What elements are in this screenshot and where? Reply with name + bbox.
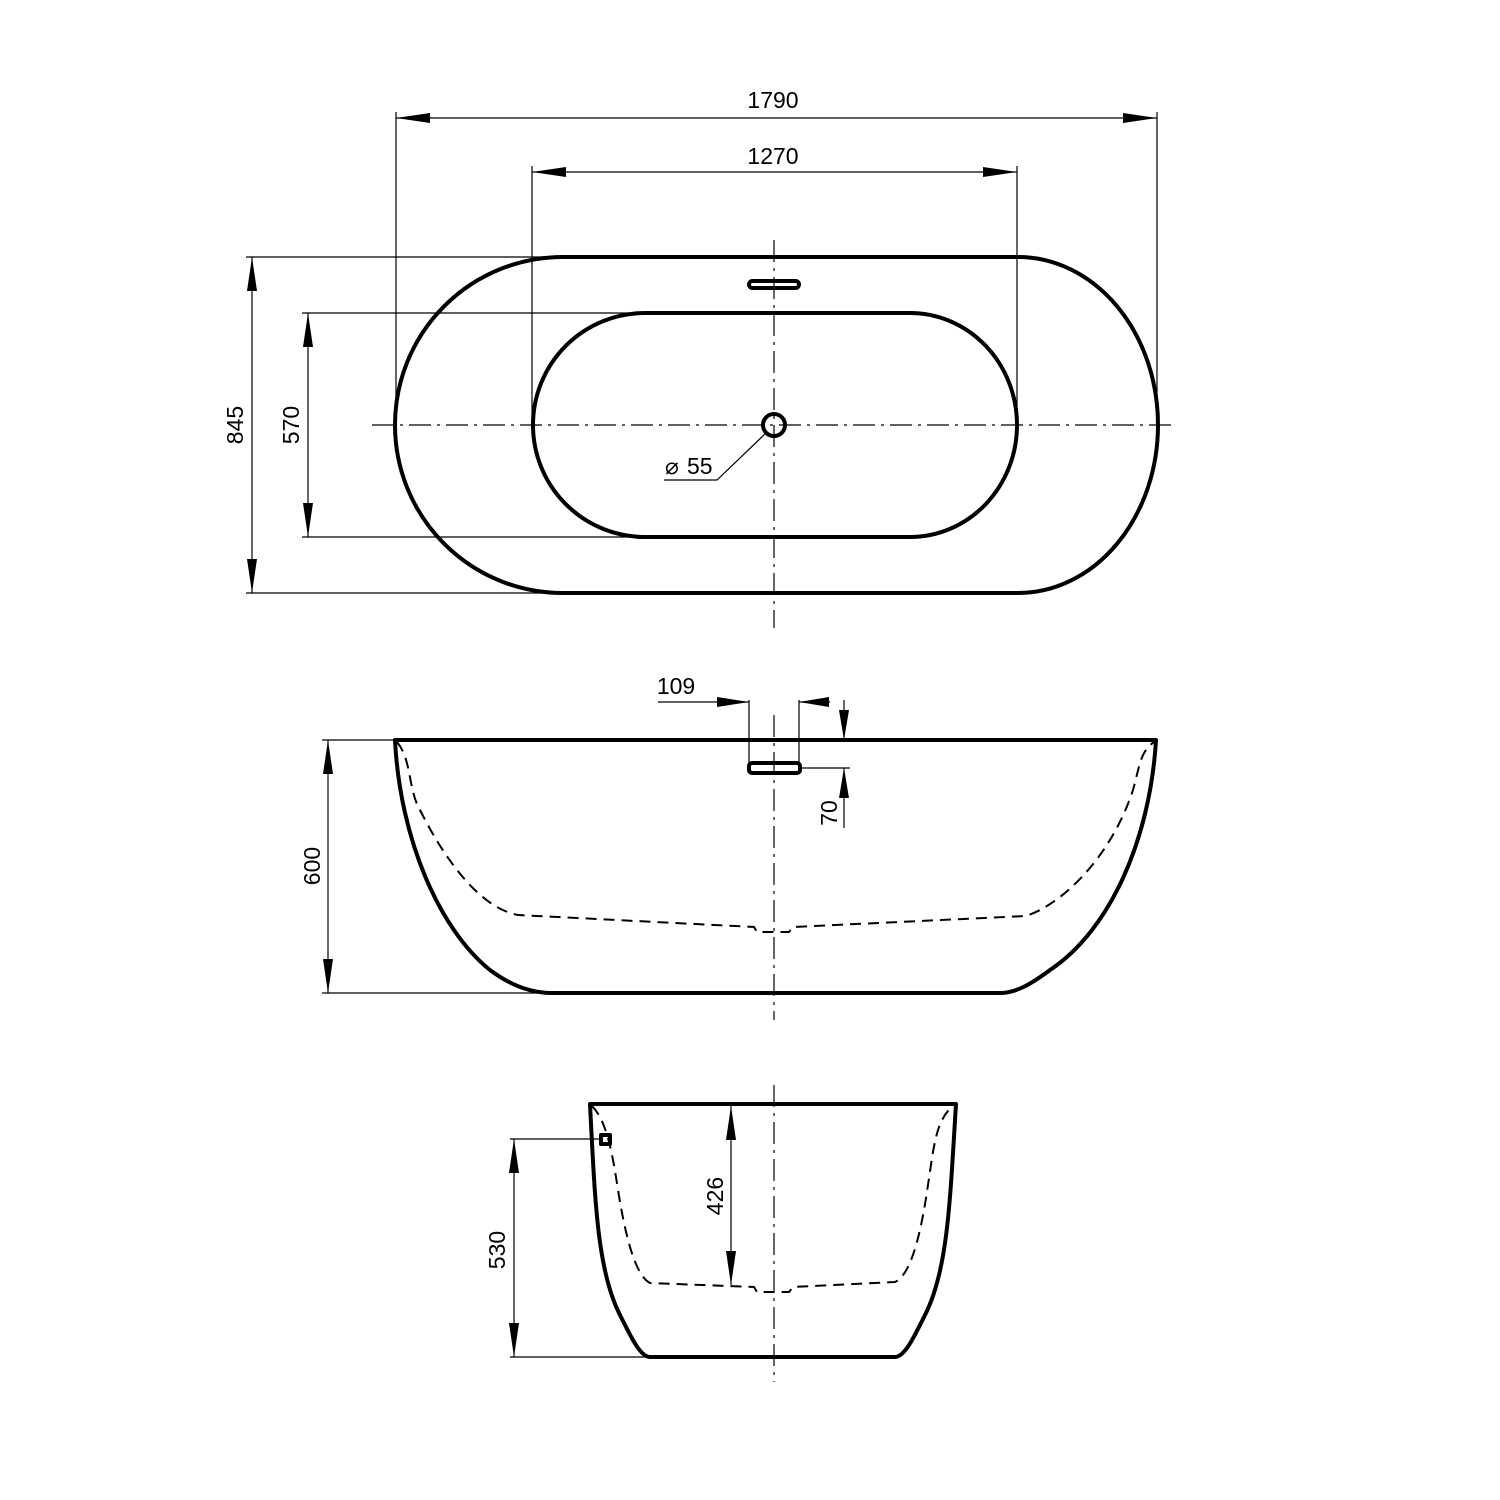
arrow-109-left xyxy=(717,697,749,707)
arrow-426-bottom xyxy=(726,1251,736,1285)
dim-label-overflow-drop: 70 xyxy=(816,800,842,826)
arrow-530-bottom xyxy=(509,1323,519,1357)
end-view: 426 530 xyxy=(484,1085,958,1382)
dim-label-inner-width: 570 xyxy=(278,406,304,444)
dim-label-overflow-width: 109 xyxy=(657,673,695,699)
arrow-70-bottom xyxy=(839,768,849,798)
overflow-fitting-end xyxy=(599,1133,612,1146)
arrow-530-top xyxy=(509,1139,519,1173)
drain-leader-line xyxy=(664,432,767,481)
arrow-570-top xyxy=(303,313,313,347)
arrow-109-right xyxy=(799,697,829,707)
arrow-845-bottom xyxy=(247,559,257,593)
end-inner-hidden-line xyxy=(591,1105,954,1293)
dim-label-drain-diameter: 55 xyxy=(687,453,713,479)
top-view: 1790 1270 845 570 ⌀ 55 xyxy=(222,87,1175,628)
inner-basin-outline xyxy=(531,311,1019,539)
arrow-845-top xyxy=(247,257,257,291)
arrow-600-bottom xyxy=(323,959,333,993)
side-view: 109 70 600 xyxy=(299,673,1158,1020)
outer-rim-outline xyxy=(393,255,1160,595)
side-body-outline xyxy=(393,738,1158,995)
arrow-600-top xyxy=(323,740,333,774)
side-inner-hidden-line xyxy=(396,741,1155,933)
dim-label-overflow-height: 530 xyxy=(484,1231,510,1269)
arrow-70-top xyxy=(839,710,849,740)
arrow-1790-right xyxy=(1123,113,1157,123)
dim-label-inner-length: 1270 xyxy=(747,143,798,169)
dim-label-overall-length: 1790 xyxy=(747,87,798,113)
dim-label-overall-height: 600 xyxy=(299,847,325,885)
dim-label-inner-depth: 426 xyxy=(702,1177,728,1215)
arrow-426-top xyxy=(726,1106,736,1140)
arrow-1270-right xyxy=(983,167,1017,177)
arrow-1790-left xyxy=(396,113,430,123)
end-body-outline xyxy=(588,1102,958,1359)
dim-label-overall-width: 845 xyxy=(222,406,248,444)
arrow-1270-left xyxy=(532,167,566,177)
diameter-symbol: ⌀ xyxy=(665,453,679,479)
arrow-570-bottom xyxy=(303,503,313,537)
